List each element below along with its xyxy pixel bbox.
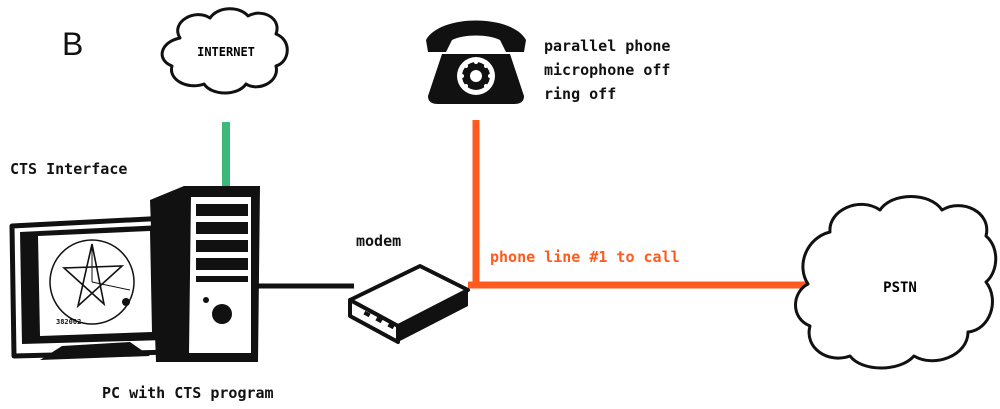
ring-note: ring off [544,85,617,103]
telephone-icon [426,20,526,104]
pstn-cloud: PSTN [794,195,998,370]
modem-label: modem [356,232,402,250]
pstn-label: PSTN [883,280,917,296]
internet-label: INTERNET [197,45,255,59]
pc-caption: PC with CTS program [102,384,274,402]
pc-tower-icon [150,186,260,362]
parallel-phone-note: parallel phone [544,37,671,55]
modem-icon [348,264,470,344]
phone-line-label: phone line #1 to call [490,248,680,266]
monitor-icon: 382002 [9,215,175,360]
cts-interface-label: CTS Interface [10,160,128,178]
panel-label: B [62,26,84,62]
microphone-note: microphone off [544,61,671,79]
internet-cloud: INTERNET [160,7,289,95]
screen-readout: 382002 [56,318,81,326]
parallel-phone-notes: parallel phone microphone off ring off [544,34,670,106]
